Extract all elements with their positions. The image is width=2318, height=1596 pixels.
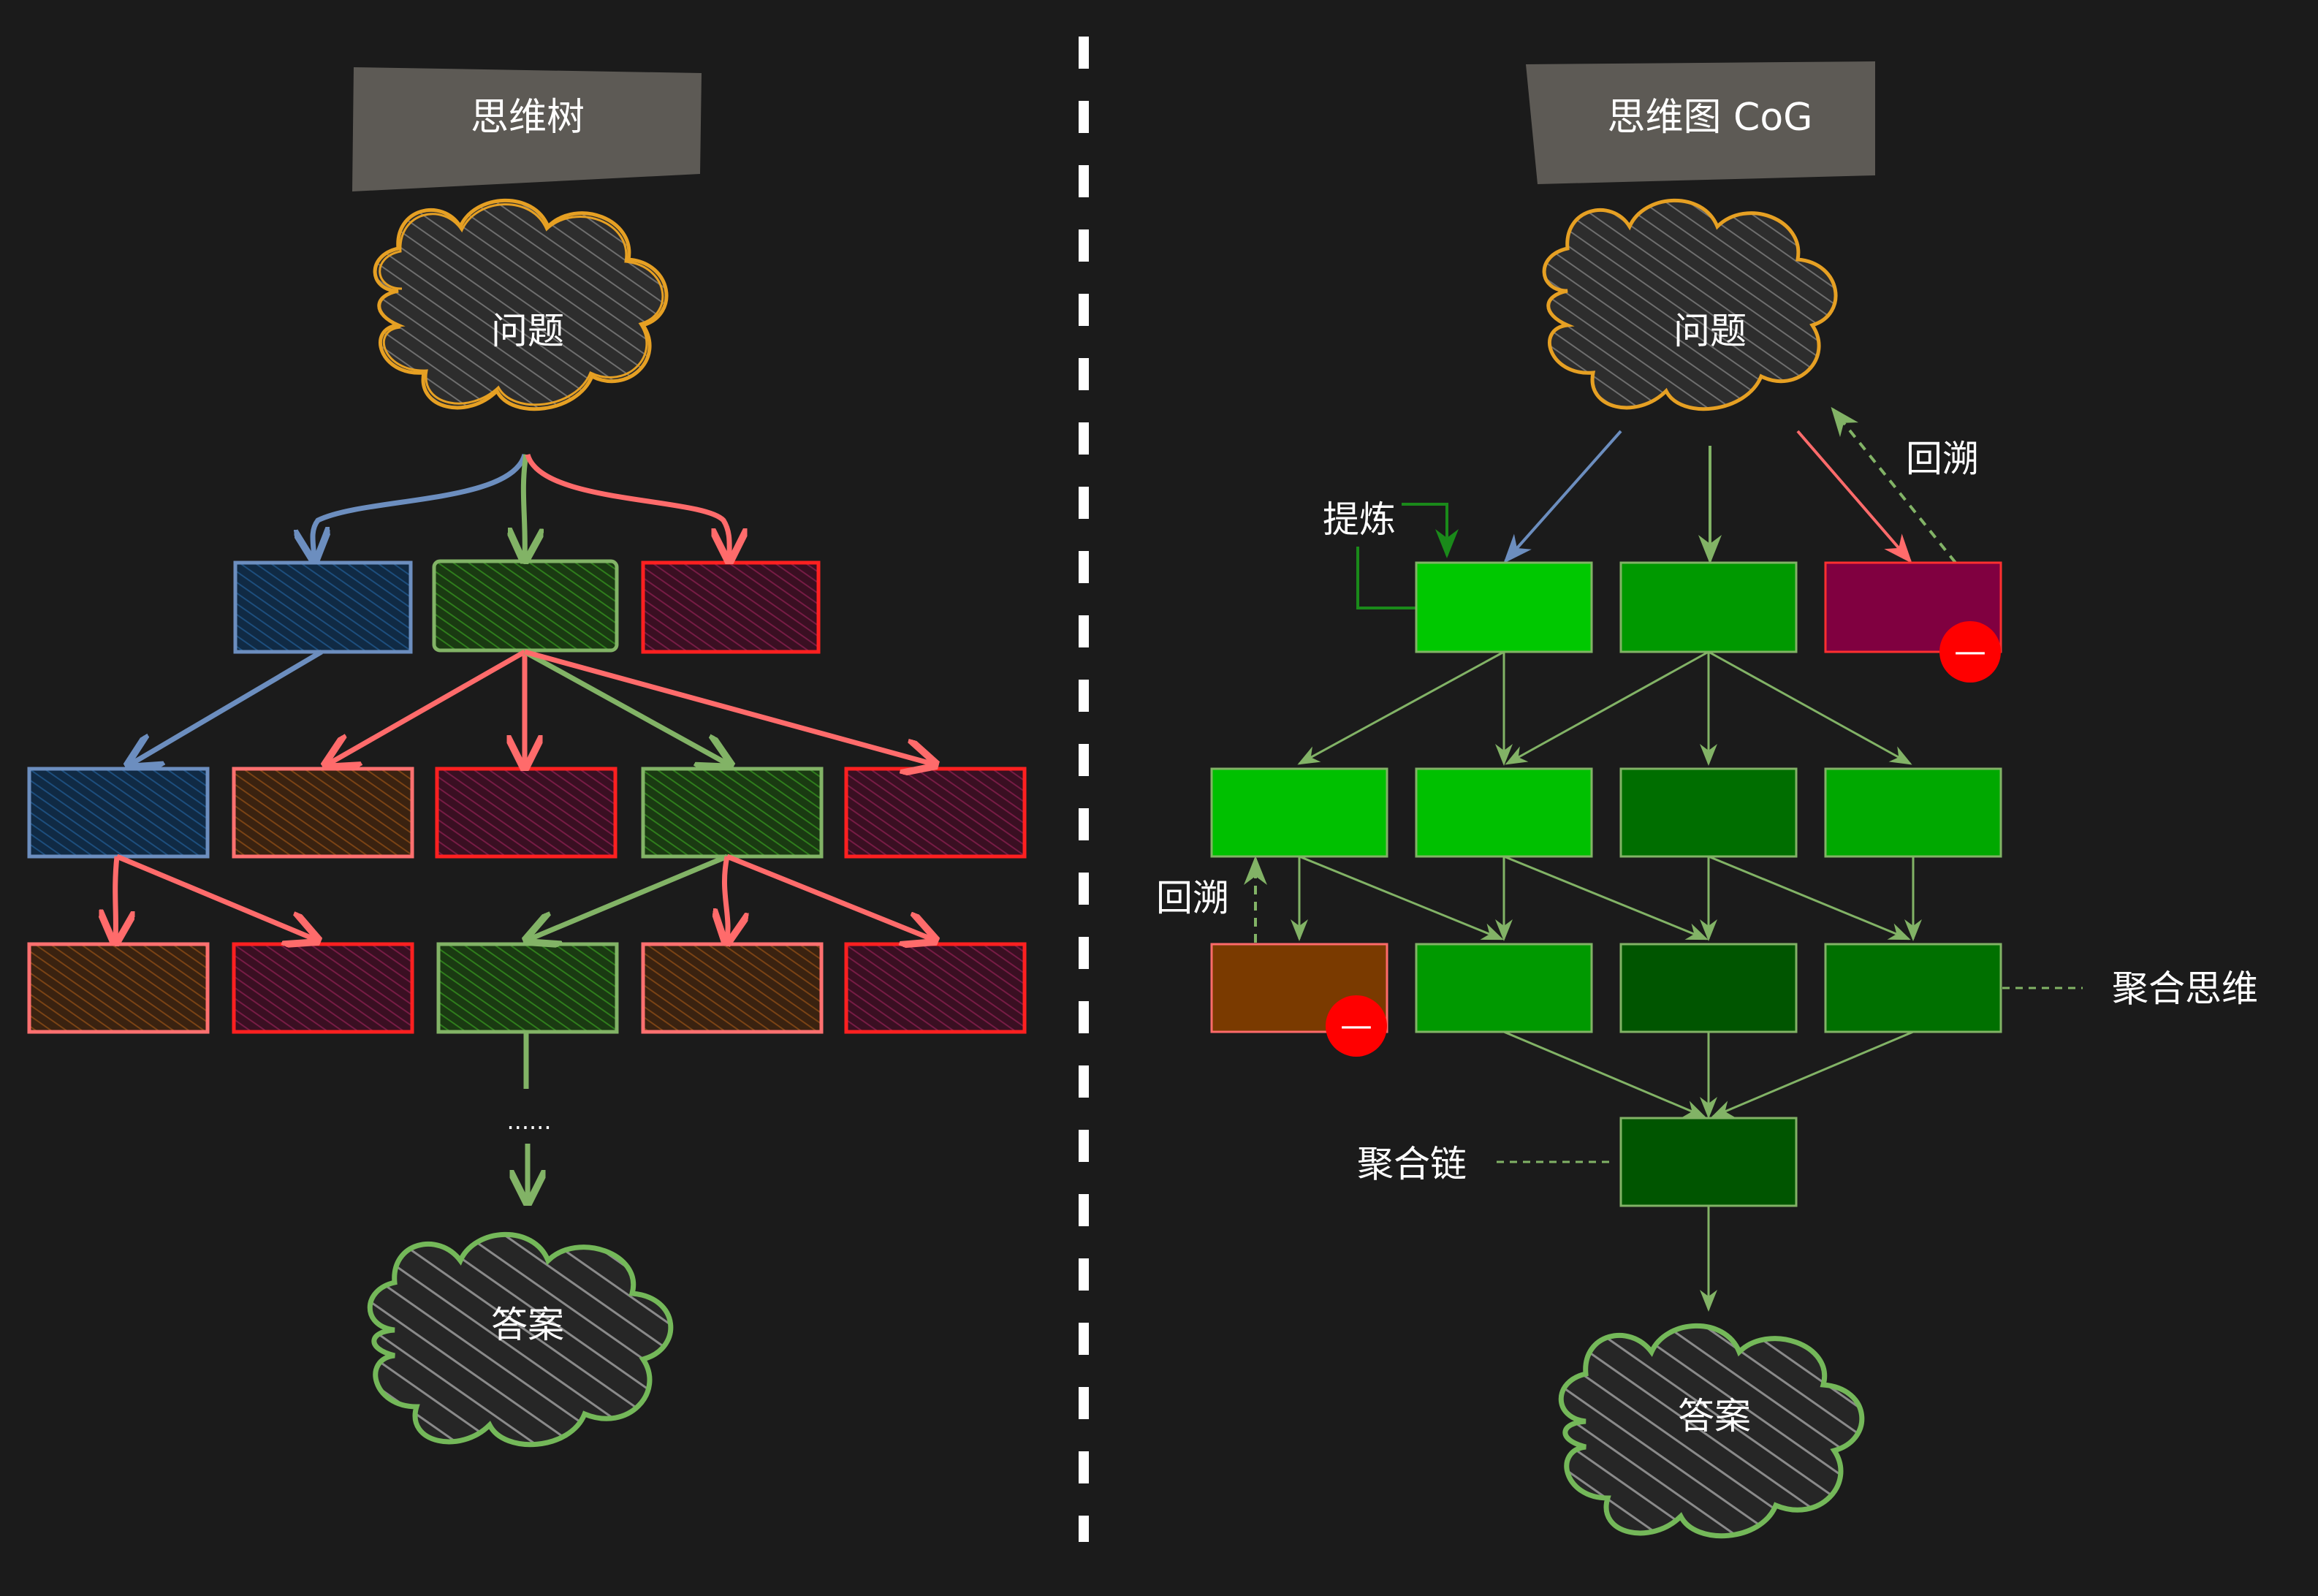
left-arrow-green-l2-4 [523,649,727,764]
left-l3-box-4 [641,942,824,1034]
left-panel: 思维树 问题 [27,67,1027,1448]
left-question-cloud: 问题 [373,198,669,411]
right-backtrack-left-label: 回溯 [1156,877,1229,919]
left-answer-cloud: 答案 [367,1231,674,1448]
right-reject-badge-top [1939,621,2001,683]
left-ellipsis: ...... [506,1107,551,1135]
left-question-label: 问题 [491,310,564,352]
left-arrow-l2-4-l3-5 [726,854,932,939]
left-l1-red-box [641,560,821,654]
right-l3-box-3 [1619,943,1798,1033]
right-answer-label: 答案 [1678,1395,1751,1437]
left-l2-box-3 [435,767,618,859]
left-arrow-l2-1-l3-2 [115,854,314,939]
right-backtrack-top-label: 回溯 [1906,438,1979,480]
left-arrow-l2-4-l3-3 [530,854,729,939]
left-l1-blue-box [233,560,413,654]
right-refine-loop [1356,547,1416,609]
right-backtrack-top-arrow [1831,406,1957,564]
right-l1-box-1 [1415,561,1593,653]
right-arrow-l2-2-l3-3 [1503,855,1709,940]
left-arrow-blue-l2 [132,649,323,764]
left-arrow-q-green [523,454,526,557]
right-l2-box-1 [1210,767,1388,858]
right-arrow-l2-1-l3-2 [1299,855,1504,940]
left-l2-box-4 [641,767,824,859]
right-aggregate-chain-label: 聚合链 [1357,1143,1467,1185]
left-answer-label: 答案 [491,1304,564,1346]
left-l3-box-3 [436,942,619,1034]
left-l3-box-5 [844,942,1027,1034]
right-l2-box-4 [1824,767,2002,858]
left-l3-box-1 [27,942,210,1034]
right-refine-label: 提炼 [1323,498,1396,541]
right-arrow-l3-4-agg [1711,1030,1914,1118]
right-reject-badge-left-label: — [1340,1007,1372,1044]
left-arrow-green-l2-2 [329,649,526,764]
right-arrow-l1-2-l2-2 [1505,650,1709,765]
left-arrow-l2-4-l3-4 [724,856,728,939]
left-l2-box-2 [232,767,414,859]
right-reject-badge-top-label: — [1954,633,1986,670]
right-title: 思维图 CoG [1608,96,1813,140]
right-arrow-l1-1-l2-1 [1297,650,1505,765]
right-title-box [1526,61,1875,184]
left-arrow-q-blue [313,453,528,557]
left-arrow-green-l2-5 [524,649,932,764]
left-l3-box-2 [232,942,414,1034]
right-question-cloud: 问题 [1542,198,1838,411]
left-l2-box-5 [844,767,1027,859]
right-l2-box-3 [1619,767,1798,858]
right-refine-arrow [1402,503,1459,558]
right-l2-box-2 [1415,767,1593,858]
right-arrow-q-3 [1796,430,1912,564]
right-arrow-q-1 [1503,430,1622,563]
right-aggregate-box [1619,1117,1798,1207]
right-l3-box-4 [1824,943,2002,1033]
right-l3-box-1 [1210,943,1388,1033]
left-arrow-l2-1-l3-1 [115,856,117,939]
left-title: 思维树 [471,96,585,140]
right-aggregate-thoughts-label: 聚合思维 [2112,968,2258,1010]
right-reject-badge-left [1326,995,1387,1057]
left-arrow-q-red [525,453,729,557]
left-l1-green-box [432,559,619,653]
right-l1-box-2 [1619,561,1798,653]
right-arrow-l1-2-l2-4 [1708,650,1912,765]
right-arrow-l3-2-agg [1503,1030,1706,1118]
right-panel: 思维图 CoG 问题 回溯 提炼 — [1156,61,2258,1539]
left-l2-box-1 [27,767,210,859]
right-answer-cloud: 答案 [1558,1323,1865,1539]
right-arrow-l2-3-l3-4 [1708,855,1911,940]
right-l3-box-2 [1415,943,1593,1033]
left-title-box [352,67,702,191]
right-question-label: 问题 [1673,310,1747,352]
